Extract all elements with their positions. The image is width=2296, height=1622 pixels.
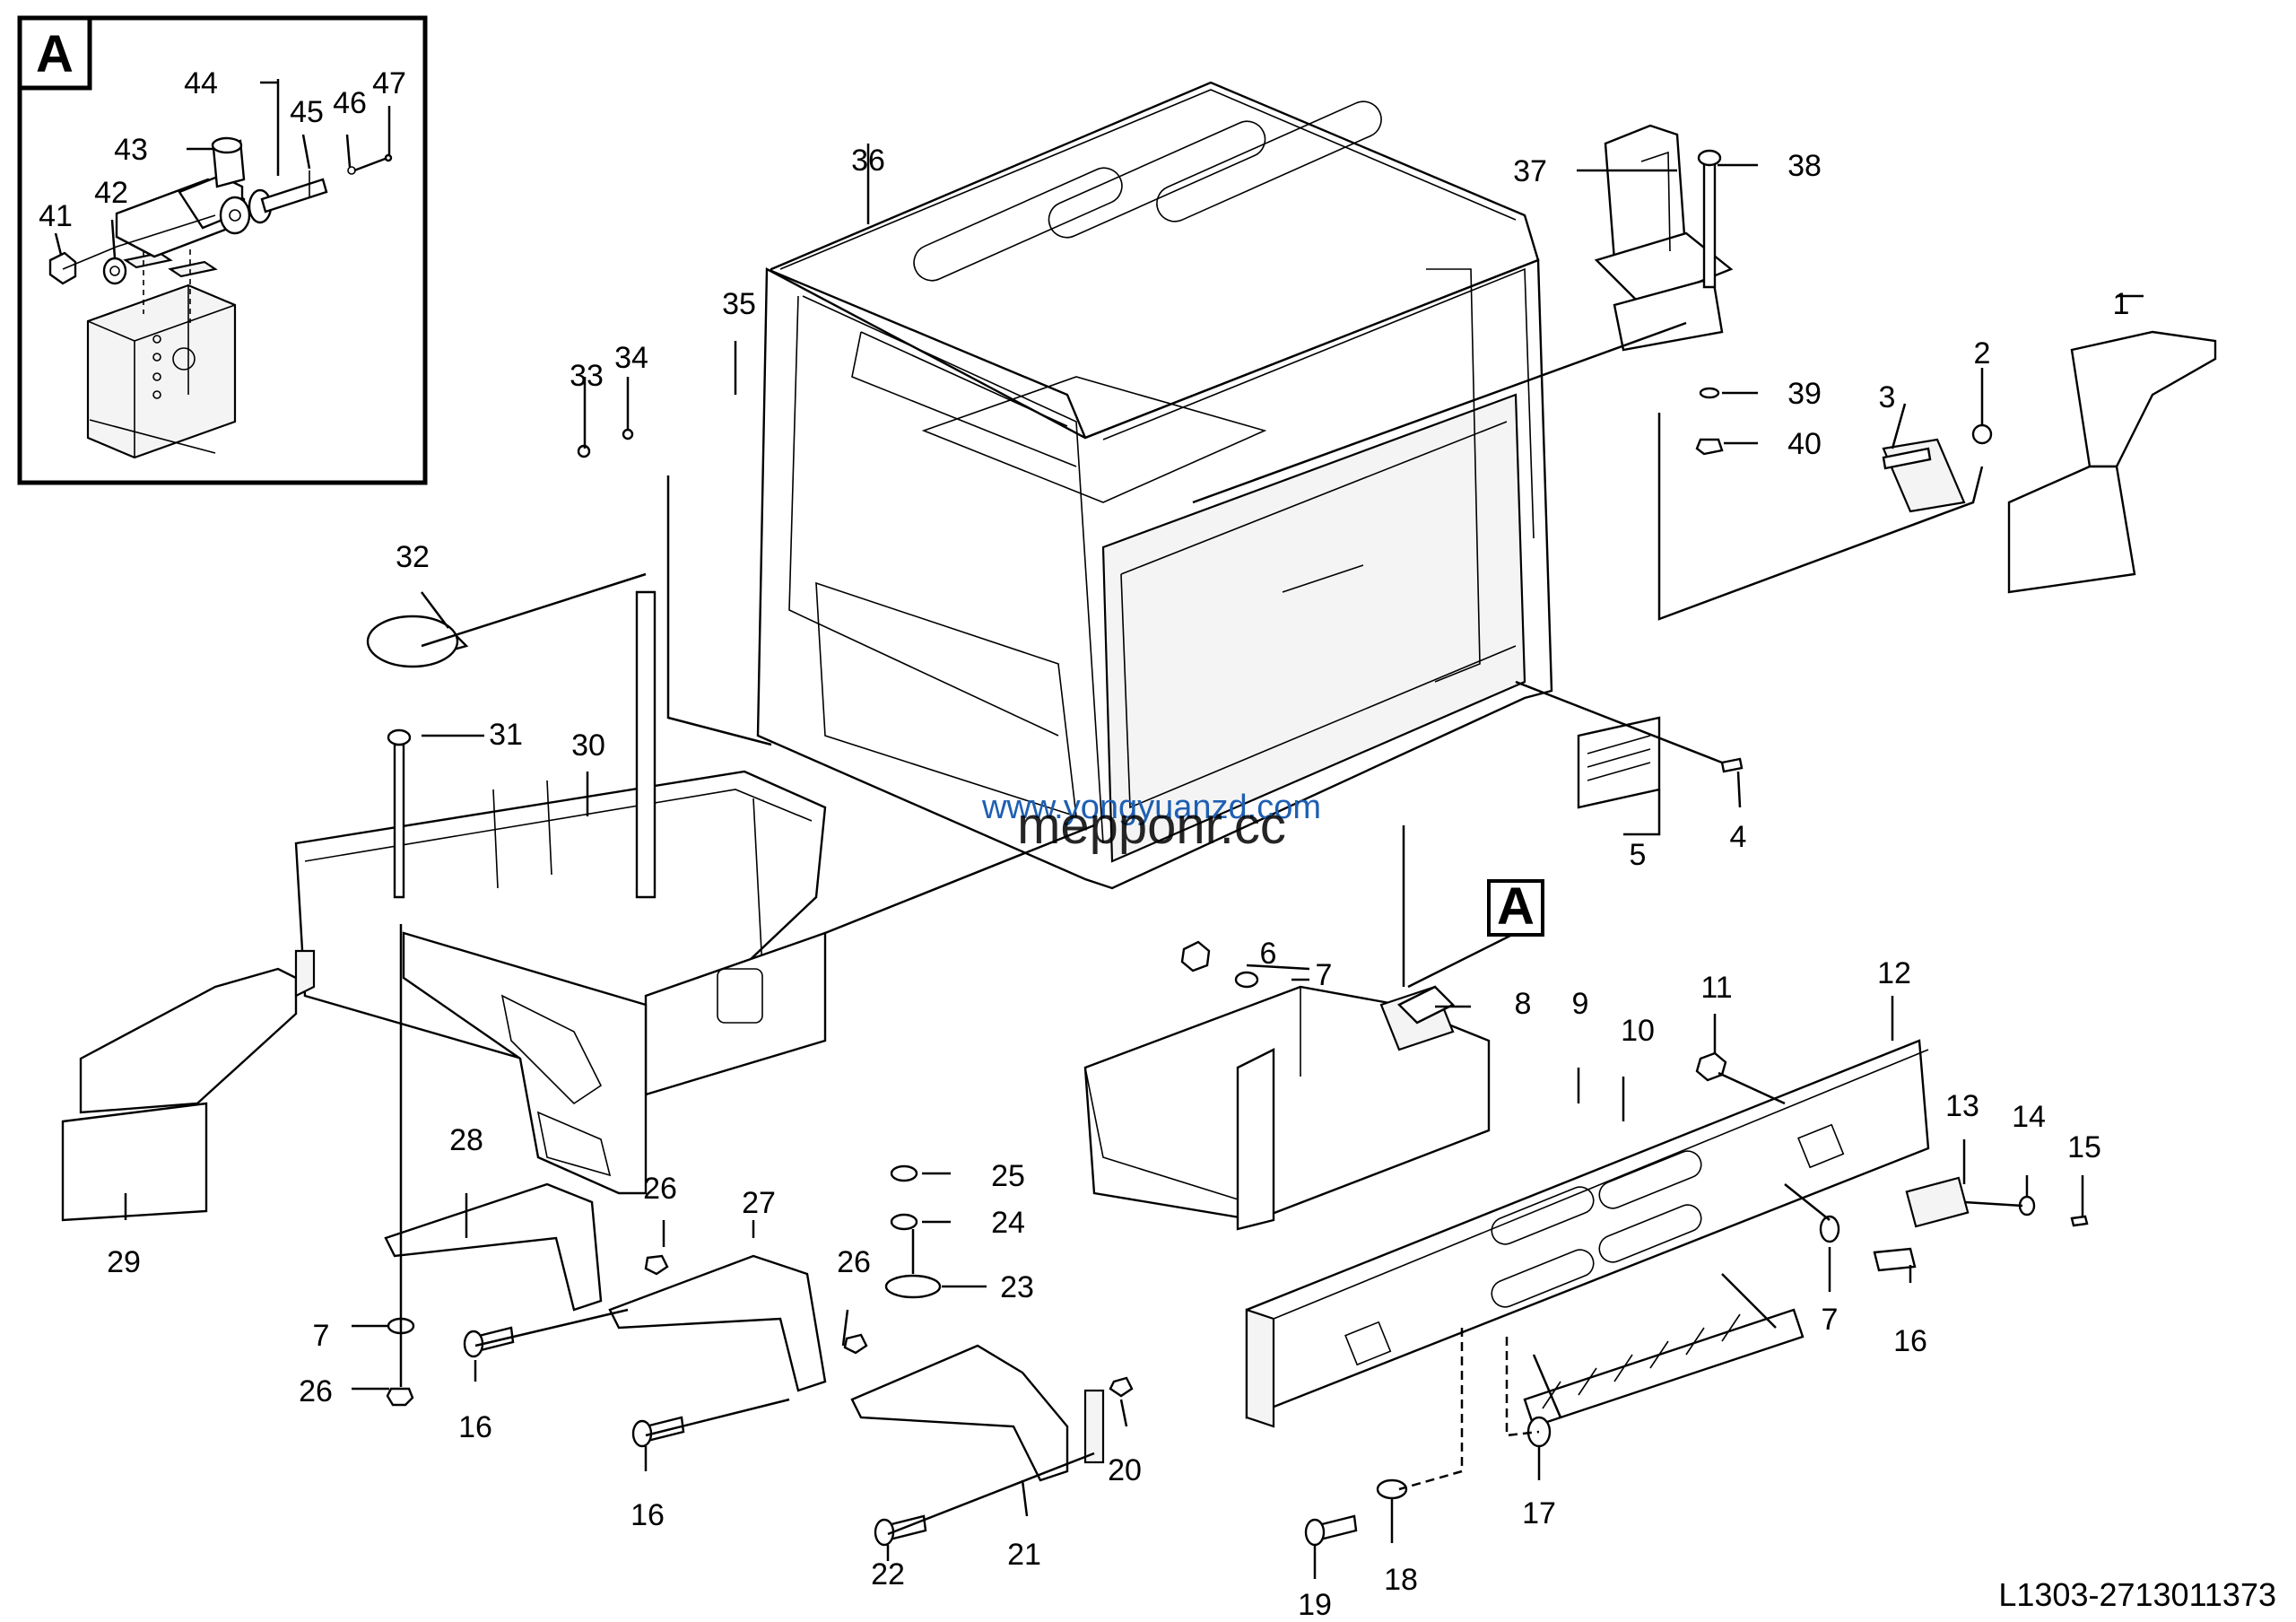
callout-20: 20 [1108, 1453, 1142, 1487]
callout-41: 41 [39, 199, 73, 233]
callout-6: 6 [1260, 937, 1277, 971]
callout-15: 15 [2067, 1130, 2101, 1164]
callout-7-left: 7 [313, 1319, 330, 1353]
callout-24: 24 [991, 1206, 1025, 1240]
seat [1594, 124, 1734, 352]
callout-27: 27 [742, 1186, 776, 1220]
callout-46: 46 [333, 86, 367, 120]
rear-bumper [1245, 1039, 1930, 1428]
left-mudguard [61, 949, 316, 1222]
callout-45: 45 [290, 95, 324, 129]
callout-17: 17 [1522, 1496, 1556, 1530]
callout-26-top: 26 [643, 1172, 677, 1206]
inset-letter: A [36, 25, 74, 83]
callout-40: 40 [1787, 427, 1822, 461]
detail-a-marker: A [1487, 877, 1544, 937]
callout-21: 21 [1007, 1538, 1041, 1572]
callout-11: 11 [1700, 971, 1732, 1005]
watermark-url: www.yongyuanzd.com [981, 789, 1321, 826]
detail-inset-a: A [17, 15, 428, 485]
callout-36: 36 [851, 144, 885, 178]
callout-26-mid: 26 [837, 1245, 871, 1279]
callout-7-right: 7 [1822, 1303, 1839, 1337]
callout-14: 14 [2012, 1100, 2046, 1134]
callout-37: 37 [1513, 154, 1547, 188]
callout-30: 30 [571, 728, 605, 763]
detail-a-marker-letter: A [1497, 877, 1535, 936]
callout-34: 34 [614, 341, 648, 375]
callout-5: 5 [1630, 838, 1647, 872]
right-mudguard [1882, 330, 2217, 594]
callout-4: 4 [1730, 820, 1747, 854]
callout-16-right: 16 [1893, 1324, 1927, 1358]
callout-16-mid: 16 [631, 1498, 665, 1532]
callout-47: 47 [372, 66, 406, 100]
callout-32: 32 [396, 540, 430, 574]
callout-18: 18 [1384, 1563, 1418, 1597]
callout-labels: 1 2 3 4 5 6 7 8 9 10 11 12 13 14 15 16 1… [39, 66, 2129, 1622]
drawing-code: L1303-2713011373 [1998, 1576, 2276, 1613]
callout-29: 29 [107, 1245, 141, 1279]
callout-31: 31 [489, 718, 523, 752]
callout-22: 22 [871, 1557, 905, 1591]
callout-42: 42 [94, 176, 128, 210]
callout-25: 25 [991, 1159, 1025, 1193]
callout-3: 3 [1879, 380, 1896, 414]
callout-26-left: 26 [299, 1374, 333, 1408]
callout-12: 12 [1877, 956, 1911, 990]
callout-7-top: 7 [1316, 958, 1333, 992]
rear-frame-assembly [1083, 985, 1491, 1231]
watermark-logo: mepponr.cc [1017, 797, 1286, 855]
callout-13: 13 [1945, 1089, 1979, 1123]
watermark: www.yongyuanzd.com mepponr.cc [981, 789, 1321, 855]
callout-38: 38 [1787, 149, 1822, 183]
callout-35: 35 [722, 287, 756, 321]
callout-10: 10 [1621, 1014, 1655, 1048]
callout-33: 33 [570, 359, 604, 393]
callout-19: 19 [1298, 1588, 1332, 1622]
step-ladder [1523, 1273, 1805, 1428]
callout-39: 39 [1787, 377, 1822, 411]
cab-body [756, 81, 1553, 890]
leader-lines [124, 144, 2144, 1579]
callout-8: 8 [1515, 987, 1532, 1021]
callout-28: 28 [449, 1123, 483, 1157]
callout-23: 23 [1000, 1270, 1034, 1304]
callout-44: 44 [184, 66, 218, 100]
callout-16-left: 16 [458, 1410, 492, 1444]
callout-1: 1 [2113, 287, 2130, 321]
callout-9: 9 [1572, 987, 1589, 1021]
callout-2: 2 [1974, 336, 1991, 371]
support-brackets [366, 615, 1970, 1482]
callout-43: 43 [114, 133, 148, 167]
left-platform [294, 590, 827, 1195]
